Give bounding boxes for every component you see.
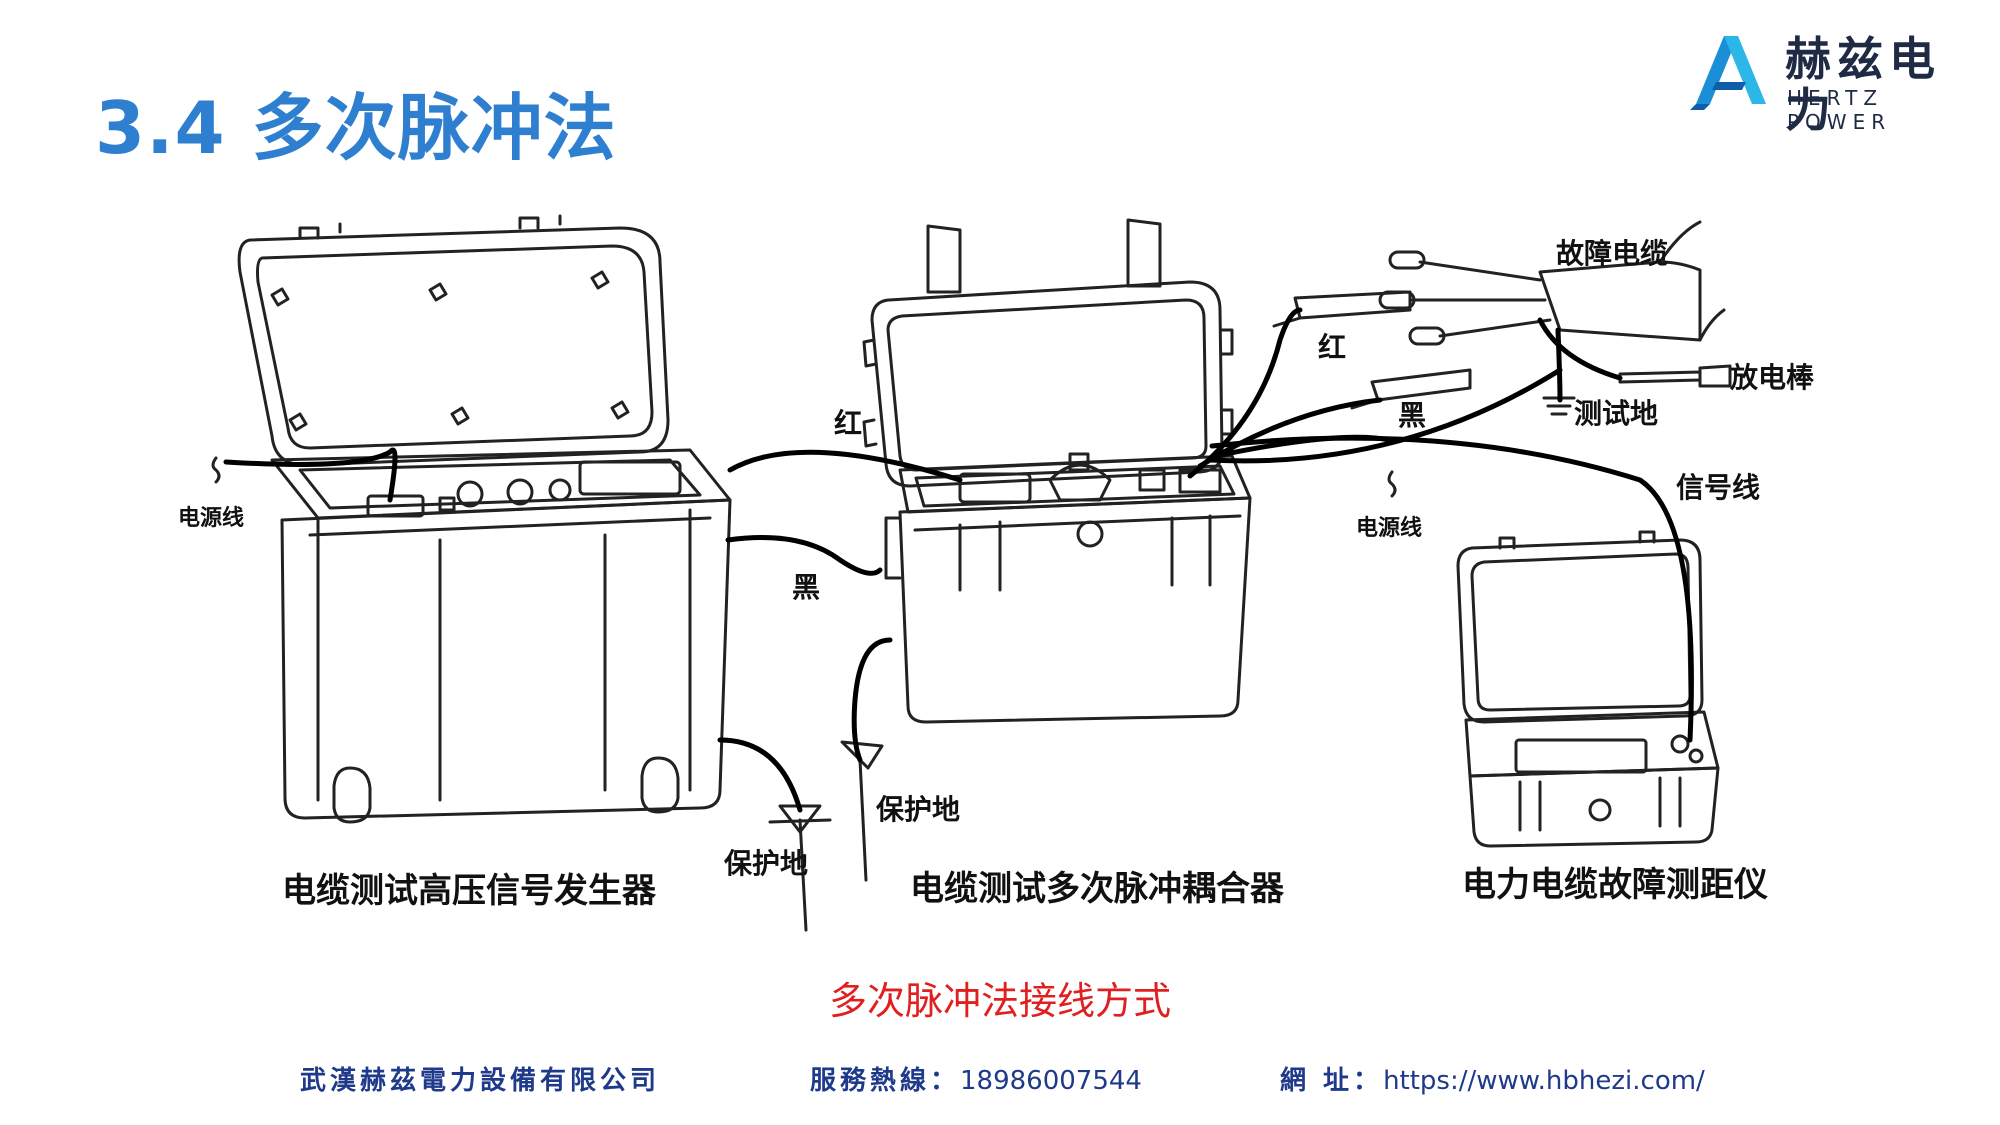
footer-site-label: 網 址：	[1280, 1066, 1384, 1096]
footer-company-name: 武漢赫茲電力設備有限公司	[300, 1066, 661, 1096]
generator-device	[237, 214, 732, 824]
footer-website: 網 址：https://www.hbhezi.com/	[1280, 1068, 1705, 1094]
label-test-ground: 测试地	[1574, 397, 1659, 430]
page-title: 3.4 多次脉冲法	[95, 86, 617, 170]
label-black-coupler: 黑	[792, 571, 821, 604]
footer-hotline-label: 服務熱線：	[810, 1066, 961, 1096]
label-discharge-rod: 放电棒	[1730, 361, 1815, 394]
label-red-coupler: 红	[834, 407, 863, 440]
locator-device	[1456, 530, 1720, 848]
label-power-cord-left: 电源线	[178, 506, 245, 531]
label-black-cable: 黑	[1398, 399, 1427, 432]
label-faulty-cable: 故障电缆	[1556, 237, 1669, 270]
hertz-logo-icon	[1690, 36, 1766, 110]
label-protect-ground-1: 保护地	[724, 847, 809, 880]
device-name-generator: 电缆测试高压信号发生器	[282, 871, 656, 911]
label-protect-ground-2: 保护地	[876, 793, 961, 826]
footer-site-link[interactable]: https://www.hbhezi.com/	[1383, 1066, 1705, 1096]
device-name-locator: 电力电缆故障测距仪	[1462, 865, 1768, 905]
logo-english-text: HERTZ POWER	[1787, 86, 1892, 134]
label-power-cord-right: 电源线	[1356, 516, 1423, 541]
footer-company: 武漢赫茲電力設備有限公司	[300, 1068, 660, 1094]
device-name-coupler: 电缆测试多次脉冲耦合器	[910, 869, 1284, 909]
brand-logo: 赫兹电力 HERTZ POWER	[1690, 30, 1990, 135]
faulty-cable	[1272, 220, 1732, 416]
diagram-caption: 多次脉冲法接线方式	[828, 979, 1171, 1023]
label-red-cable: 红	[1318, 331, 1347, 364]
label-signal-line: 信号线	[1676, 471, 1761, 504]
footer-hotline: 服務熱線：18986007544	[810, 1068, 1142, 1094]
footer-hotline-number: 18986007544	[960, 1066, 1142, 1096]
logo-chinese-text: 赫兹电力	[1785, 32, 1941, 137]
ground-rod-2	[840, 740, 884, 882]
